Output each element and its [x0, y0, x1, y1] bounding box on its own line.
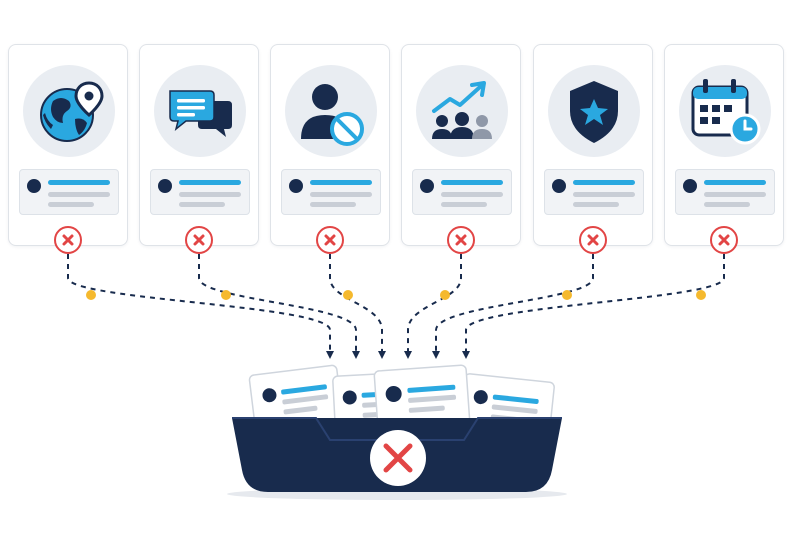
avatar: [420, 179, 434, 193]
icon-circle: [548, 65, 640, 157]
growth-chart-team-icon: [432, 81, 492, 139]
reject-x-icon: [62, 234, 74, 246]
reject-x-icon: [193, 234, 205, 246]
reject-badge: [447, 226, 475, 254]
icon-circle: [416, 65, 508, 157]
connector-dot: [562, 290, 572, 300]
icon-circle: [679, 65, 771, 157]
profile-summary-panel: [281, 169, 381, 215]
summary-line-accent: [573, 180, 635, 185]
summary-line: [310, 192, 372, 197]
connector-dot: [440, 290, 450, 300]
user-blocked-icon: [301, 84, 364, 146]
profile-summary-panel: [150, 169, 250, 215]
card-schedule: [664, 44, 784, 254]
chat-bubbles-icon: [169, 90, 232, 137]
avatar: [158, 179, 172, 193]
card-location: [8, 44, 128, 254]
reject-x-icon: [587, 234, 599, 246]
reject-x-icon: [455, 234, 467, 246]
card-messages: [139, 44, 259, 254]
stacked-card: [248, 364, 344, 434]
avatar: [552, 179, 566, 193]
shield-star-icon: [570, 81, 618, 143]
summary-line-accent: [704, 180, 766, 185]
icon-circle: [154, 65, 246, 157]
summary-line: [573, 192, 635, 197]
summary-line: [179, 192, 241, 197]
summary-line: [310, 202, 356, 207]
summary-line: [179, 202, 225, 207]
reject-badge: [316, 226, 344, 254]
connector-line: [329, 254, 386, 359]
summary-line-accent: [310, 180, 372, 185]
connector-dot: [696, 290, 706, 300]
avatar: [683, 179, 697, 193]
large-reject-x-icon: [370, 430, 426, 486]
summary-line: [704, 202, 750, 207]
summary-line: [704, 192, 766, 197]
reject-badge: [710, 226, 738, 254]
reject-x-icon: [324, 234, 336, 246]
summary-line-accent: [179, 180, 241, 185]
profile-summary-panel: [412, 169, 512, 215]
profile-summary-panel: [19, 169, 119, 215]
reject-x-icon: [718, 234, 730, 246]
profile-summary-panel: [675, 169, 775, 215]
summary-line-accent: [48, 180, 110, 185]
summary-line: [441, 192, 503, 197]
icon-circle: [285, 65, 377, 157]
summary-line-accent: [441, 180, 503, 185]
avatar: [289, 179, 303, 193]
calendar-clock-icon: [691, 79, 761, 145]
avatar: [27, 179, 41, 193]
connector-line: [462, 254, 725, 359]
summary-line: [48, 202, 94, 207]
profile-summary-panel: [544, 169, 644, 215]
connector-dot: [86, 290, 96, 300]
reject-badge: [54, 226, 82, 254]
connector-dot: [221, 290, 231, 300]
connector-line: [404, 254, 462, 359]
summary-line: [48, 192, 110, 197]
summary-line: [441, 202, 487, 207]
card-growth: [401, 44, 521, 254]
reject-badge: [579, 226, 607, 254]
globe-location-pin-icon: [40, 81, 104, 142]
card-security: [533, 44, 653, 254]
summary-line: [573, 202, 619, 207]
stacked-card: [373, 364, 471, 434]
reject-badge: [185, 226, 213, 254]
connector-line: [67, 254, 334, 359]
connector-dot: [343, 290, 353, 300]
icon-circle: [23, 65, 115, 157]
card-user: [270, 44, 390, 254]
